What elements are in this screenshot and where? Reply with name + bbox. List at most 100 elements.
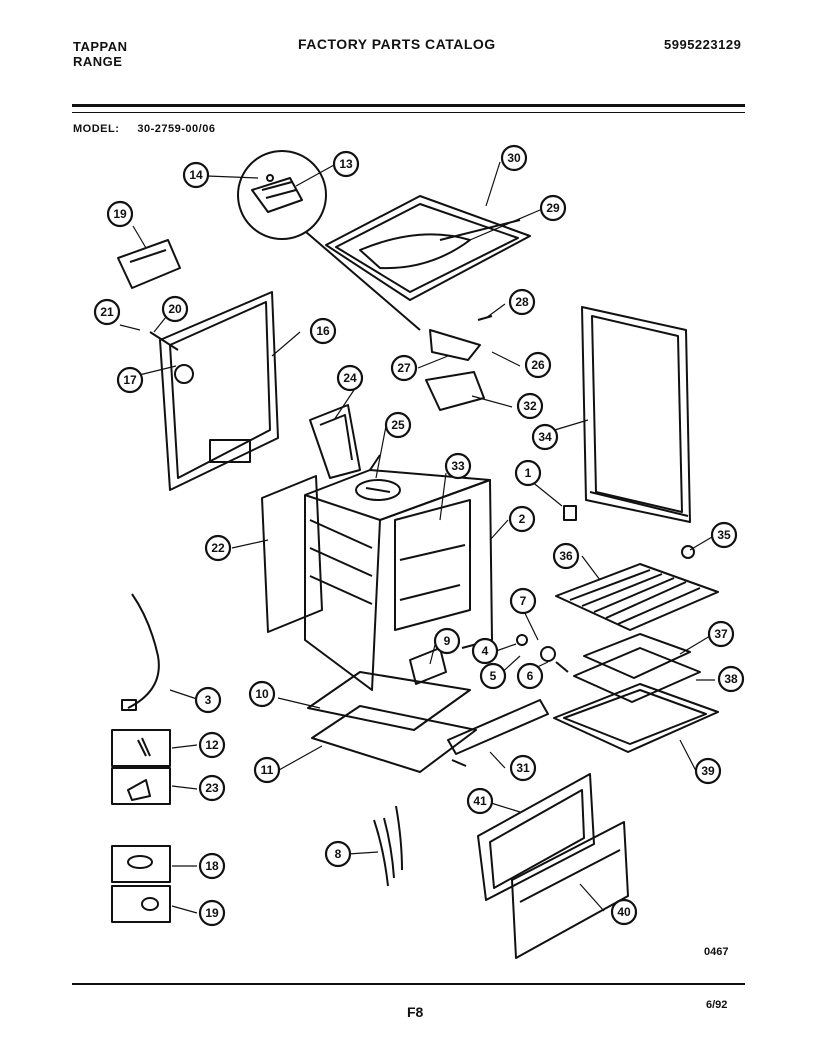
- callout-circle: [309, 317, 337, 345]
- callout-number: 4: [482, 644, 489, 658]
- callout-number: 33: [451, 459, 465, 473]
- publication-number: 5995223129: [664, 37, 742, 52]
- header-rule-thick: [72, 104, 745, 107]
- callout-circle: [516, 392, 544, 420]
- callout-number: 28: [515, 295, 529, 309]
- callout-circle: [694, 757, 722, 785]
- callout-circle: [610, 898, 638, 926]
- drawing-number: 0467: [704, 946, 729, 958]
- header-rule-thin: [72, 112, 745, 113]
- vent-duct-part: [309, 404, 361, 479]
- callout-number: 17: [123, 373, 137, 387]
- drawer-panel-part: [477, 773, 629, 959]
- callout-circle: [194, 686, 222, 714]
- callout-number: 16: [316, 324, 330, 338]
- callout-number: 27: [397, 361, 411, 375]
- callout-number: 29: [546, 201, 560, 215]
- callout-circle: [198, 774, 226, 802]
- callout-number: 14: [189, 168, 203, 182]
- print-date: 6/92: [706, 999, 728, 1011]
- broiler-pan-part: [553, 633, 719, 753]
- callout-number: 3: [205, 693, 212, 707]
- callout-circle: [552, 542, 580, 570]
- callout-number: 22: [211, 541, 225, 555]
- callout-circle: [707, 620, 735, 648]
- callout-circle: [466, 787, 494, 815]
- callout-circle: [116, 366, 144, 394]
- power-cord-part: [121, 593, 160, 711]
- callout-circle: [336, 364, 364, 392]
- callout-number: 20: [168, 302, 182, 316]
- oven-rack-part: [555, 563, 719, 631]
- callout-circle: [508, 505, 536, 533]
- brand-line-1: TAPPAN: [73, 39, 128, 54]
- callout-circle: [479, 662, 507, 690]
- callout-circle: [500, 144, 528, 172]
- callout-number: 5: [490, 669, 497, 683]
- callout-number: 32: [523, 399, 537, 413]
- callout-number: 13: [339, 157, 353, 171]
- callout-circle: [198, 852, 226, 880]
- callout-number: 39: [701, 764, 715, 778]
- inset-circle-part: [237, 150, 421, 331]
- callout-number: 24: [343, 371, 357, 385]
- callout-number: 21: [100, 305, 114, 319]
- side-panel-part: [581, 306, 691, 523]
- callout-number: 11: [261, 763, 274, 777]
- callout-number: 25: [391, 418, 405, 432]
- callout-number: 38: [724, 672, 738, 686]
- burner-part: [355, 479, 401, 501]
- callout-circle: [390, 354, 418, 382]
- callout-circle: [717, 665, 745, 693]
- boxed-parts: [111, 729, 171, 923]
- leader-lines: [119, 161, 715, 914]
- callout-circle: [182, 161, 210, 189]
- callout-number: 9: [444, 634, 451, 648]
- cooktop-part: [325, 195, 531, 301]
- callout-number: 12: [205, 738, 219, 752]
- oven-body-part: [304, 454, 493, 691]
- callout-circle: [531, 423, 559, 451]
- callout-number: 2: [519, 512, 526, 526]
- callout-number: 35: [717, 528, 731, 542]
- wire-harness-part: [373, 805, 403, 887]
- door-gasket-part: [261, 475, 323, 633]
- callout-number: 1: [525, 466, 532, 480]
- callout-circle: [710, 521, 738, 549]
- callout-number: 34: [538, 430, 552, 444]
- footer-rule: [72, 983, 745, 985]
- model-line: MODEL: 30-2759-00/06: [73, 122, 233, 137]
- catalog-title: FACTORY PARTS CATALOG: [298, 36, 496, 52]
- bracket-part-19: [117, 239, 181, 289]
- callout-number: 8: [335, 847, 342, 861]
- oven-bottom-part: [307, 647, 477, 773]
- callout-number: 19: [113, 207, 127, 221]
- callout-circle: [508, 288, 536, 316]
- callout-circle: [433, 627, 461, 655]
- callout-number: 6: [527, 669, 534, 683]
- small-parts: [425, 315, 695, 673]
- callout-number: 36: [559, 549, 573, 563]
- model-label: MODEL:: [73, 123, 120, 135]
- callout-circle: [471, 637, 499, 665]
- callout-circle: [514, 459, 542, 487]
- callout-circle: [253, 756, 281, 784]
- callout-number: 30: [507, 151, 521, 165]
- callout-number: 18: [205, 859, 219, 873]
- callout-circle: [516, 662, 544, 690]
- callout-circle: [93, 298, 121, 326]
- back-panel-part: [149, 291, 279, 491]
- callout-circle: [198, 731, 226, 759]
- callout-number: 7: [520, 594, 527, 608]
- callout-circle: [198, 899, 226, 927]
- brand-line-2: RANGE: [73, 54, 123, 69]
- callout-number: 23: [205, 781, 219, 795]
- callout-circle: [539, 194, 567, 222]
- page-number: F8: [407, 1004, 424, 1020]
- callout-number: 37: [714, 627, 728, 641]
- callout-circle: [444, 452, 472, 480]
- rail-part: [447, 699, 549, 767]
- callout-number: 10: [255, 687, 269, 701]
- model-number: 30-2759-00/06: [137, 123, 216, 135]
- callout-circle: [204, 534, 232, 562]
